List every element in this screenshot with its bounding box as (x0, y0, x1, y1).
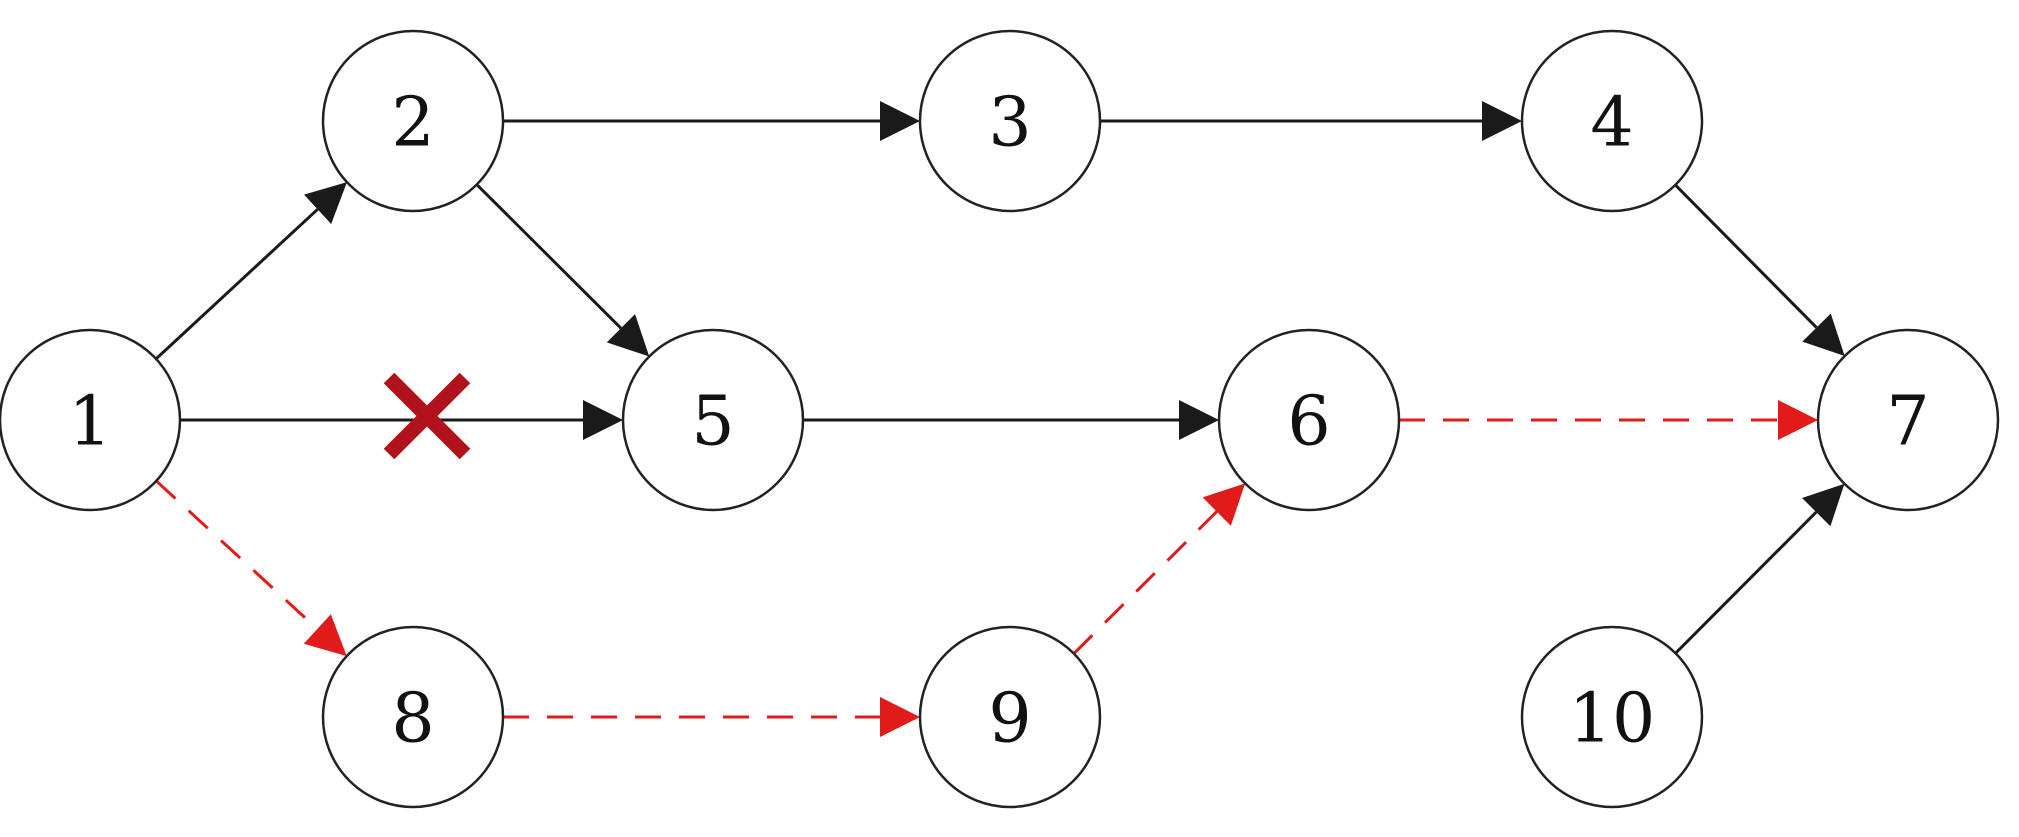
node-label: 3 (988, 84, 1031, 163)
node-label: 8 (391, 680, 434, 759)
node-5: 5 (621, 328, 805, 512)
edges-layer (155, 101, 1845, 737)
arrowhead (1802, 313, 1845, 357)
edge-line (475, 183, 622, 330)
arrowhead (303, 614, 347, 657)
edge-4-to-7 (1674, 183, 1845, 357)
node-6: 6 (1217, 328, 1401, 512)
node-9: 9 (918, 625, 1102, 809)
edge-6-to-7 (1399, 400, 1818, 440)
arrowhead (1802, 483, 1845, 527)
node-label: 5 (691, 383, 734, 462)
node-circle (918, 625, 1102, 809)
edge-line (1674, 183, 1818, 329)
edge-line (155, 479, 319, 631)
blocked-x-icon (383, 372, 471, 460)
node-1: 1 (0, 328, 182, 512)
edge-1-to-2 (155, 182, 347, 360)
edge-1-to-5 (180, 400, 623, 440)
x-stroke (383, 372, 471, 460)
arrowhead (1202, 483, 1246, 526)
node-2: 2 (321, 29, 505, 213)
edge-10-to-7 (1674, 483, 1845, 655)
node-4: 4 (1520, 29, 1704, 213)
arrowhead (1179, 400, 1219, 440)
edge-8-to-9 (503, 697, 920, 737)
node-circle (0, 328, 182, 512)
arrowhead (880, 101, 920, 141)
node-3: 3 (918, 29, 1102, 213)
edge-2-to-3 (503, 101, 920, 141)
edge-line (1072, 510, 1218, 655)
node-circle (1520, 625, 1704, 809)
edge-2-to-5 (475, 183, 650, 357)
arrowhead (583, 400, 623, 440)
node-circle (321, 625, 505, 809)
node-label: 1 (68, 383, 111, 462)
node-10: 10 (1520, 625, 1704, 809)
node-circle (1217, 328, 1401, 512)
edge-3-to-4 (1100, 101, 1522, 141)
node-circle (321, 29, 505, 213)
nodes-layer: 1 2 3 4 5 6 7 8 9 10 (0, 29, 2000, 809)
arrowhead (1482, 101, 1522, 141)
node-label: 6 (1287, 383, 1330, 462)
node-7: 7 (1816, 328, 2000, 512)
node-8: 8 (321, 625, 505, 809)
edge-1-to-8 (155, 479, 347, 657)
node-circle (918, 29, 1102, 213)
marks-layer (383, 372, 471, 460)
edge-5-to-6 (803, 400, 1219, 440)
node-circle (621, 328, 805, 512)
edge-9-to-6 (1072, 483, 1246, 655)
node-label: 7 (1886, 383, 1929, 462)
arrowhead (1778, 400, 1818, 440)
node-label: 4 (1590, 84, 1633, 163)
arrowhead (606, 314, 650, 357)
edge-line (1674, 511, 1818, 655)
arrowhead (880, 697, 920, 737)
node-label: 10 (1569, 680, 1656, 759)
node-label: 2 (391, 84, 434, 163)
node-circle (1520, 29, 1704, 213)
arrowhead (304, 182, 347, 224)
node-label: 9 (988, 680, 1031, 759)
edge-line (155, 208, 319, 360)
target-node-circle (1816, 328, 2000, 512)
